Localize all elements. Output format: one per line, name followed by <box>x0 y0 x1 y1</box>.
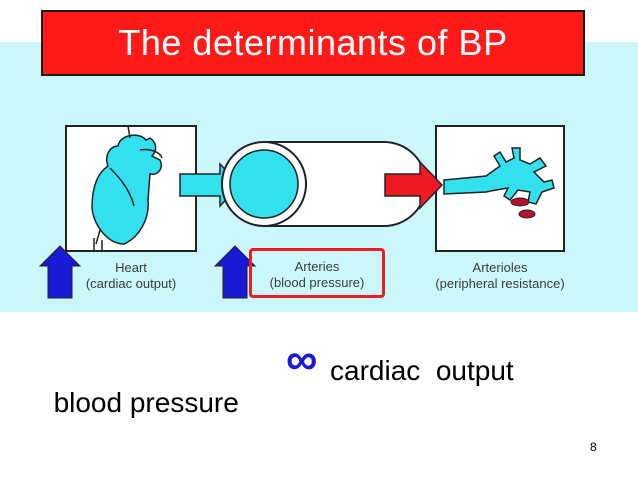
arterioles-label-name: Arterioles <box>472 260 528 275</box>
slide-number: 8 <box>590 440 597 454</box>
formula-right: cardiac output <box>330 355 514 386</box>
up-arrow-icon <box>213 245 257 299</box>
arteries-highlight-frame <box>249 248 385 298</box>
heart-label-name: Heart <box>115 260 147 275</box>
up-arrow-icon <box>38 245 82 299</box>
arteries-label: Arteries (blood pressure) <box>249 259 385 291</box>
right-arrow-icon <box>384 160 444 210</box>
heart-label: Heart (cardiac output) <box>66 260 196 292</box>
arterioles-label: Arterioles (peripheral resistance) <box>412 260 588 292</box>
heart-label-sub: (cardiac output) <box>85 276 177 291</box>
artery-tube-icon <box>221 141 427 227</box>
slide-title: The determinants of BP <box>118 22 508 63</box>
arteries-label-name: Arteries <box>294 259 340 274</box>
title-box: The determinants of BP <box>41 10 585 76</box>
proportional-symbol: ∞ <box>286 335 318 384</box>
heart-icon <box>91 125 163 250</box>
formula-left: blood pressure <box>53 387 239 418</box>
arterioles-label-sub: (peripheral resistance) <box>435 276 565 291</box>
proportionality-formula: blood pressure ∞ cardiac output <box>38 335 514 483</box>
arteries-label-sub: (blood pressure) <box>269 275 365 290</box>
arteriole-icon <box>443 147 555 219</box>
